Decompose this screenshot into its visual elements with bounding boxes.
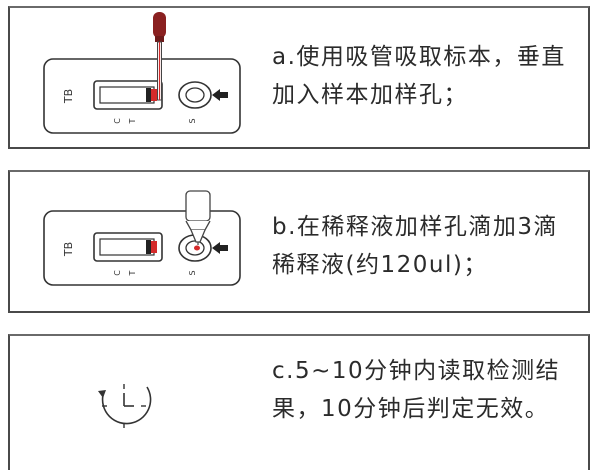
diluent-bottle-icon: [185, 190, 211, 245]
arrow-left-icon: [212, 89, 228, 101]
test-line-mark: T: [128, 270, 137, 276]
control-line-mark: C: [113, 270, 122, 276]
control-line-mark: C: [113, 118, 122, 124]
dropper-sample-icon: [153, 12, 166, 101]
step-panel-1: TB C T S a.使用吸管吸取标本，垂直加入样本加样孔；: [8, 6, 590, 149]
sample-well-mark: S: [188, 118, 197, 123]
sample-well-mark: S: [188, 270, 197, 275]
cassette-label: TB: [62, 89, 75, 104]
step-instruction-text: c.5~10分钟内读取检测结果，10分钟后判定无效。: [272, 358, 561, 422]
test-cassette-dropper-illustration: TB C T S: [43, 12, 241, 134]
test-line-mark: T: [128, 118, 137, 124]
arrow-left-icon: [212, 242, 228, 254]
step-instruction-text: a.使用吸管吸取标本，垂直加入样本加样孔；: [272, 44, 566, 108]
step-instruction-text: b.在稀释液加样孔滴加3滴稀释液(约120ul)；: [272, 214, 559, 278]
step-panel-2: TB C T S b.在稀释液加样孔滴加3滴稀释液(约120ul)；: [8, 170, 590, 313]
cassette-label: TB: [62, 242, 75, 257]
step-panel-3: c.5~10分钟内读取检测结果，10分钟后判定无效。: [8, 334, 590, 470]
test-cassette-diluent-illustration: TB C T S: [43, 190, 241, 286]
timer-clock-icon: [98, 384, 152, 428]
